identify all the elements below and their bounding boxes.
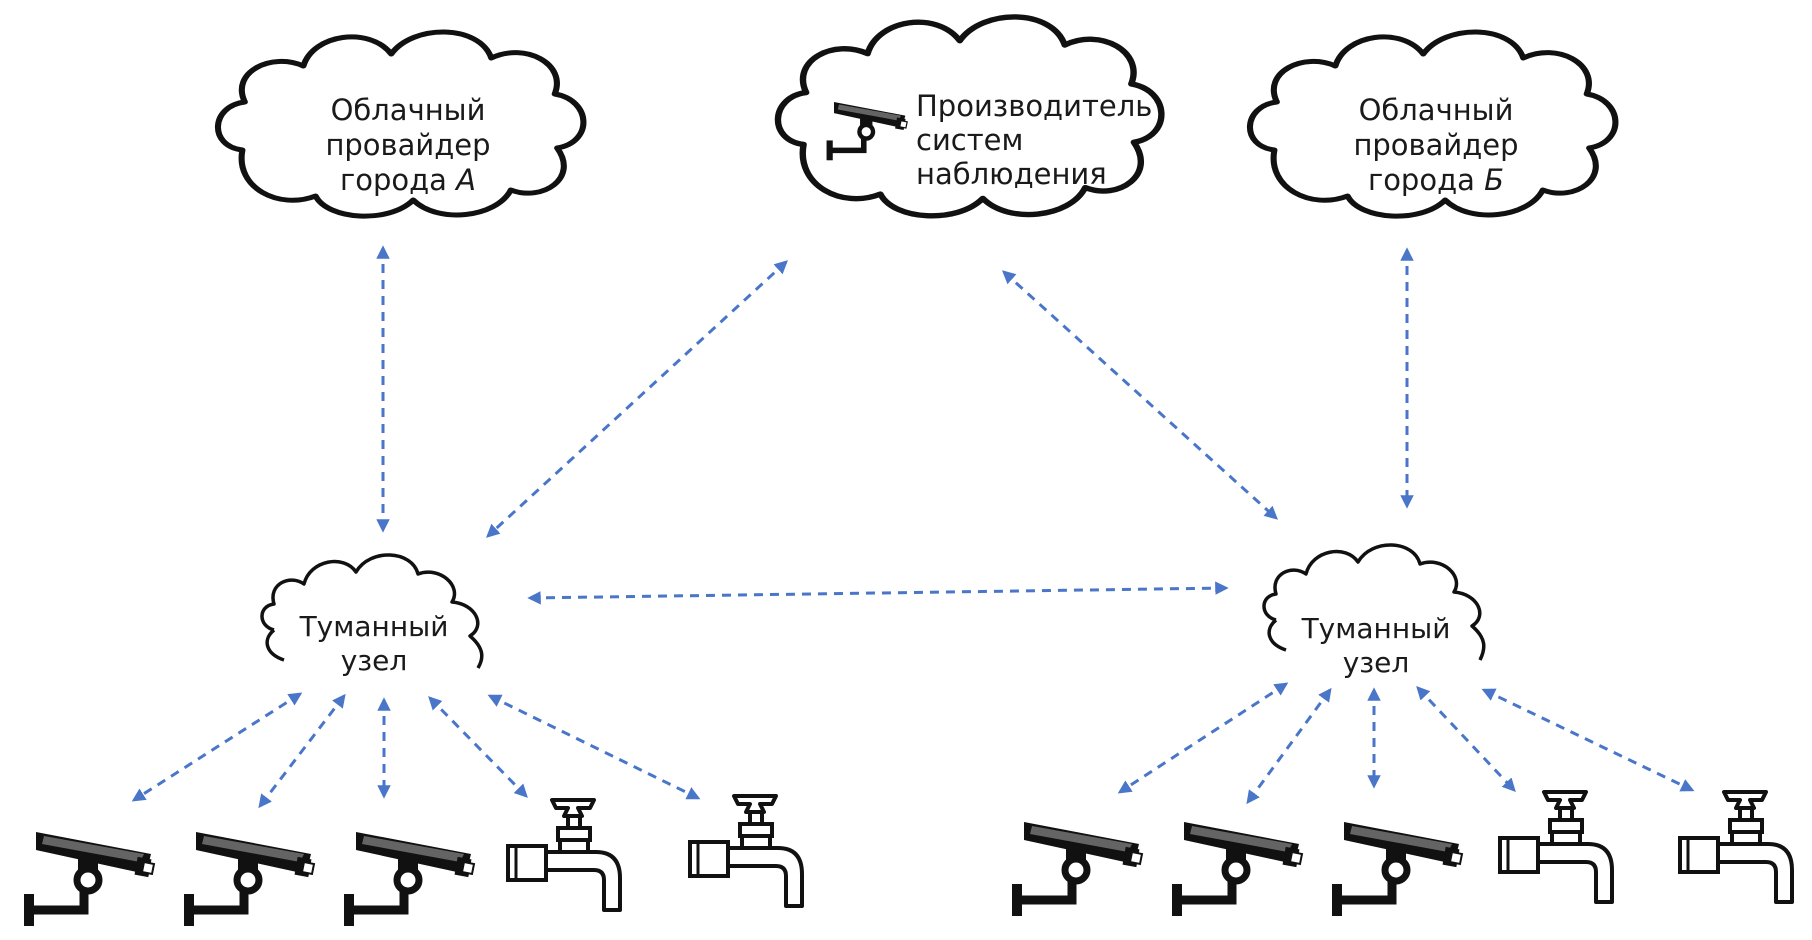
cloud-b-line3-prefix: города xyxy=(1368,163,1484,197)
link-fog-right-device-5 xyxy=(1481,688,1695,792)
security-camera-icon xyxy=(24,832,154,926)
water-tap-icon xyxy=(1678,790,1794,904)
link-manufacturer-fog-left xyxy=(486,260,788,538)
cloud-manufacturer-line2: систем xyxy=(916,123,1023,157)
link-fog-left-device-4 xyxy=(428,696,528,798)
cloud-b-line3: города Б xyxy=(1368,163,1504,197)
water-tap-icon xyxy=(688,794,804,908)
link-fog-right-device-4 xyxy=(1416,686,1516,792)
security-camera-icon xyxy=(184,832,314,926)
cloud-manufacturer-line3: наблюдения xyxy=(916,157,1107,191)
cloud-b-line2: провайдер xyxy=(1353,128,1518,162)
link-fog-left-device-1 xyxy=(131,692,303,802)
security-camera-icon xyxy=(1332,822,1462,916)
fog-right-line1: Туманный xyxy=(1301,612,1451,645)
fog-right-line2: узел xyxy=(1343,646,1410,679)
cloud-a-line3: города А xyxy=(340,163,476,197)
security-camera-icon xyxy=(344,832,474,926)
fog-node-left xyxy=(260,553,484,669)
link-fog-right-device-2 xyxy=(1246,687,1332,805)
link-manufacturer-fog-right xyxy=(1001,270,1279,520)
fog-left-line2: узел xyxy=(341,644,408,677)
link-fog-left-fog-right xyxy=(527,581,1229,605)
water-tap-icon xyxy=(506,798,622,912)
cloud-manufacturer-line1: Производитель xyxy=(916,89,1152,123)
water-tap-icon xyxy=(1498,790,1614,904)
cloud-b-line1: Облачный xyxy=(1359,93,1514,127)
link-fog-left-device-2 xyxy=(258,693,346,809)
connections xyxy=(131,245,1695,809)
link-fog-left-device-5 xyxy=(487,694,701,800)
security-camera-icon xyxy=(1012,822,1142,916)
cloud-a-line1: Облачный xyxy=(331,93,486,127)
fog-left-line1: Туманный xyxy=(299,610,449,643)
security-camera-icon xyxy=(1172,822,1302,916)
edge-devices-right xyxy=(1012,790,1794,916)
link-fog-right-device-1 xyxy=(1117,682,1289,794)
cloud-a-line3-italic: А xyxy=(454,163,476,197)
cloud-a-line2: провайдер xyxy=(325,128,490,162)
cloud-a-line3-prefix: города xyxy=(340,163,456,197)
edge-devices-left xyxy=(24,794,804,926)
fog-node-right xyxy=(1262,543,1486,661)
cloud-b-line3-italic: Б xyxy=(1484,163,1504,197)
